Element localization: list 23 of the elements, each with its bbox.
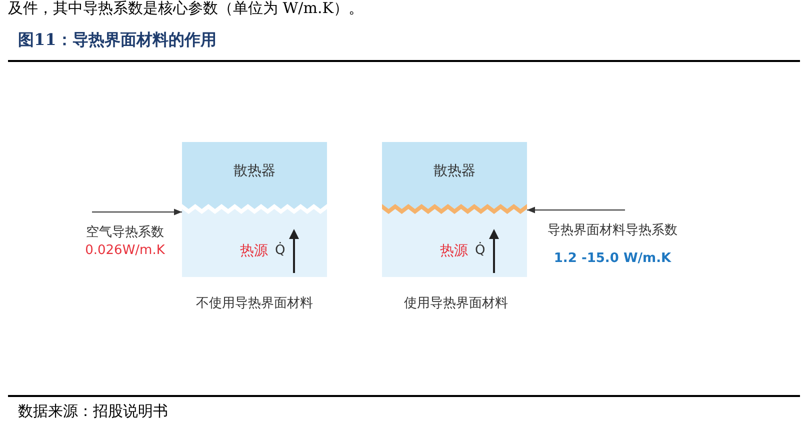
arrow bbox=[526, 206, 626, 214]
coefficient-label: 空气导热系数 bbox=[85, 224, 165, 242]
heat-sink-label: 散热器 bbox=[232, 162, 276, 180]
heat-source-label: 热源 bbox=[440, 242, 468, 260]
heat-source-block bbox=[182, 215, 327, 277]
interface-layer bbox=[382, 203, 527, 215]
heat-source-block bbox=[382, 215, 527, 277]
coefficient-value: 1.2 -15.0 W/m.K bbox=[552, 250, 672, 268]
air-gap bbox=[182, 203, 327, 215]
source-note: 数据来源：招股说明书 bbox=[18, 402, 168, 421]
arrow bbox=[92, 208, 182, 216]
heat-sink-block bbox=[182, 142, 327, 203]
heat-sink-block bbox=[382, 142, 527, 203]
heat-sink-label: 散热器 bbox=[432, 162, 476, 180]
figure-title: 图11：导热界面材料的作用 bbox=[18, 30, 216, 51]
heat-source-label: 热源 bbox=[240, 242, 268, 260]
caption: 不使用导热界面材料 bbox=[196, 295, 313, 312]
caption: 使用导热界面材料 bbox=[404, 295, 508, 312]
coefficient-value: 0.026W/m.K bbox=[84, 242, 166, 260]
coefficient-label: 导热界面材料导热系数 bbox=[546, 222, 678, 240]
heat-flow-symbol: Q̇ bbox=[475, 243, 486, 258]
heat-flow-symbol: Q̇ bbox=[275, 243, 286, 258]
body-text: 及件，其中导热系数是核心参数（单位为 W/m.K）。 bbox=[8, 0, 364, 17]
